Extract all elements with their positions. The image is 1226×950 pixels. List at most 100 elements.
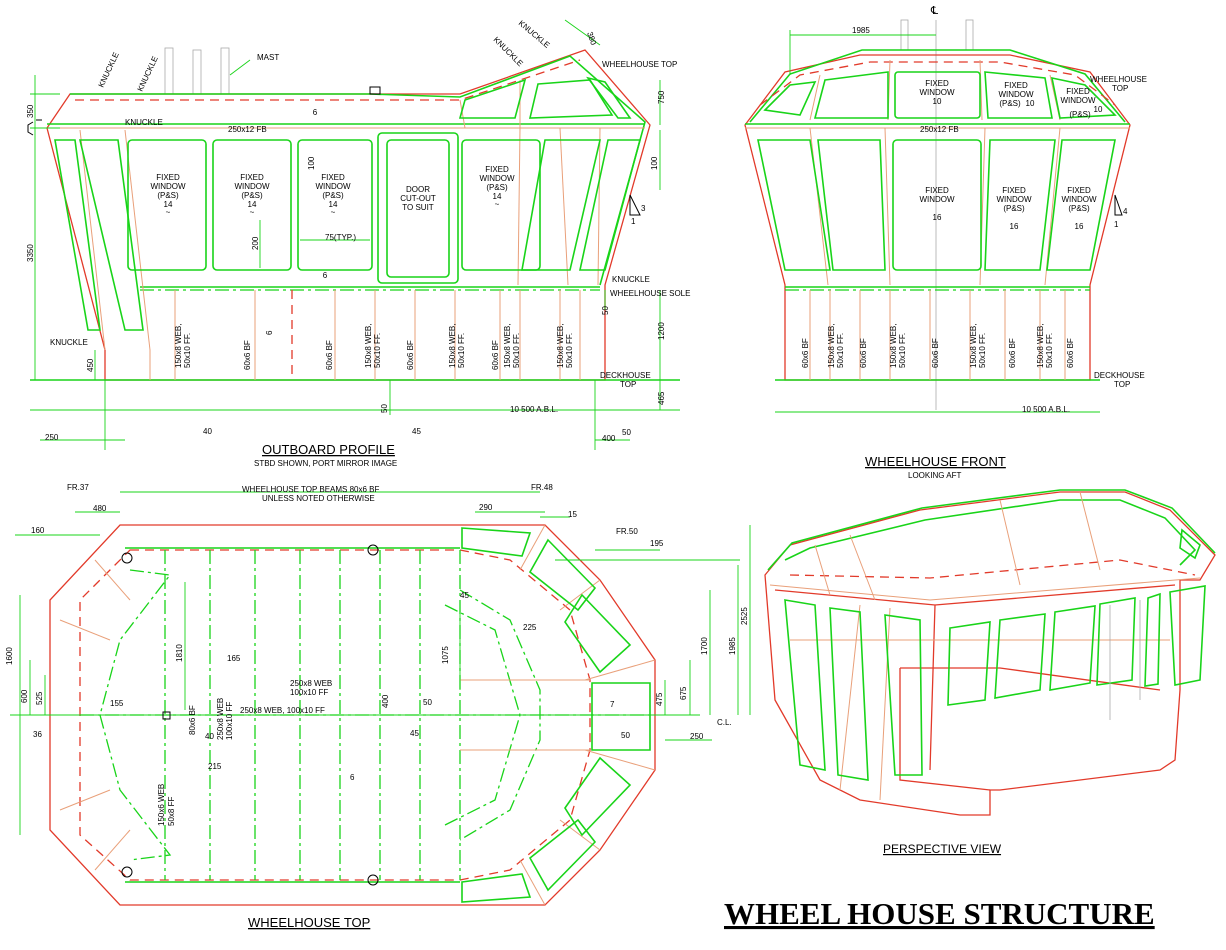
svg-text:60x6 BF: 60x6 BF [1008, 338, 1017, 368]
knuckle-label-6: KNUCKLE [517, 19, 552, 50]
svg-text:7: 7 [610, 700, 615, 709]
svg-text:WINDOW: WINDOW [998, 90, 1034, 99]
svg-text:60x6 BF: 60x6 BF [801, 338, 810, 368]
svg-text:50x10 FF.: 50x10 FF. [898, 333, 907, 368]
outboard-window-labels: FIXED WINDOW (P&S) 14 ~ FIXED WINDOW (P&… [150, 108, 515, 280]
svg-text:16: 16 [1075, 222, 1084, 231]
dh-top-label-1: DECKHOUSE [600, 371, 651, 380]
front-fb: 250x12 FB [920, 125, 959, 134]
front-wh-top-2: TOP [1112, 84, 1128, 93]
svg-text:WINDOW: WINDOW [919, 195, 955, 204]
six-top-label: 6 [350, 773, 355, 782]
svg-text:465: 465 [657, 391, 666, 405]
fr48-label: FR.48 [531, 483, 553, 492]
svg-text:10: 10 [1026, 99, 1035, 108]
svg-text:3: 3 [641, 204, 646, 213]
window-label-b: FIXED WINDOW (P&S) 14 ~ [234, 173, 270, 217]
knuckle-label-7: KNUCKLE [612, 275, 650, 284]
web-label-2a: 150x8 WEB, [364, 324, 373, 368]
thickness-6-a: 6 [313, 108, 318, 117]
front-title: WHEELHOUSE FRONT [865, 454, 1006, 469]
bf-label-2: 60x6 BF [325, 340, 334, 370]
thickness-6-b: 6 [323, 271, 328, 280]
svg-text:290: 290 [479, 503, 493, 512]
svg-text:FIXED: FIXED [925, 186, 949, 195]
svg-text:50: 50 [601, 306, 610, 315]
top-labels: WHEELHOUSE TOP BEAMS 80x6 BF UNLESS NOTE… [67, 483, 732, 826]
front-window-corner: FIXED WINDOW (P&S) 16 [1061, 186, 1097, 231]
svg-text:FIXED: FIXED [1066, 87, 1090, 96]
svg-text:40: 40 [203, 427, 212, 436]
svg-text:1: 1 [631, 217, 636, 226]
front-wh-top-1: WHEELHOUSE [1090, 75, 1147, 84]
svg-text:~: ~ [166, 208, 171, 217]
web-label-3b: 50x10 FF. [457, 333, 466, 368]
svg-text:(P&S): (P&S) [241, 191, 263, 200]
svg-text:45: 45 [410, 729, 419, 738]
knuckle-label-3: KNUCKLE [125, 118, 163, 127]
svg-text:50x10 FF.: 50x10 FF. [836, 333, 845, 368]
svg-text:150x8 WEB,: 150x8 WEB, [889, 324, 898, 368]
svg-text:60x6 BF: 60x6 BF [931, 338, 940, 368]
svg-text:(P&S): (P&S) [1068, 204, 1090, 213]
svg-text:400: 400 [602, 434, 616, 443]
svg-text:WINDOW: WINDOW [150, 182, 186, 191]
svg-text:WINDOW: WINDOW [234, 182, 270, 191]
perspective-title: PERSPECTIVE VIEW [883, 842, 1002, 856]
svg-text:~: ~ [495, 200, 500, 209]
beams-label-1: WHEELHOUSE TOP BEAMS 80x6 BF [242, 485, 379, 494]
dh-top-label-2: TOP [620, 380, 636, 389]
outboard-outline [46, 49, 651, 381]
svg-text:TO SUIT: TO SUIT [402, 203, 434, 212]
svg-text:50x10 FF.: 50x10 FF. [1045, 333, 1054, 368]
fb-label: 250x12 FB [228, 125, 267, 134]
knuckle-label-2: KNUCKLE [136, 55, 160, 93]
svg-text:FIXED: FIXED [1004, 81, 1028, 90]
window-label-c: FIXED WINDOW (P&S) 14 ~ [315, 173, 351, 217]
svg-text:50: 50 [380, 404, 389, 413]
wh-sole-label: WHEELHOUSE SOLE [610, 289, 690, 298]
svg-text:15: 15 [568, 510, 577, 519]
bf-label-4: 60x6 BF [491, 340, 500, 370]
svg-text:215: 215 [208, 762, 222, 771]
web-c-2: 100x10 FF [225, 702, 234, 740]
outboard-subtitle: STBD SHOWN, PORT MIRROR IMAGE [254, 459, 397, 468]
outboard-title: OUTBOARD PROFILE [262, 442, 395, 457]
svg-text:(P&S): (P&S) [1003, 204, 1025, 213]
svg-text:400: 400 [381, 694, 390, 708]
front-dh-top-1: DECKHOUSE [1094, 371, 1145, 380]
perspective-view: PERSPECTIVE VIEW [764, 489, 1216, 856]
sheet-title: WHEEL HOUSE STRUCTURE [724, 896, 1155, 931]
svg-text:250: 250 [45, 433, 59, 442]
svg-text:~: ~ [331, 208, 336, 217]
top-plan-outline [49, 524, 656, 906]
svg-text:2525: 2525 [740, 607, 749, 625]
svg-text:1200: 1200 [657, 322, 666, 340]
web-label-4a: 150x8 WEB, [503, 324, 512, 368]
svg-text:165: 165 [227, 654, 241, 663]
svg-text:675: 675 [679, 686, 688, 700]
svg-text:14: 14 [248, 200, 257, 209]
svg-text:350: 350 [26, 104, 35, 118]
svg-text:1700: 1700 [700, 637, 709, 655]
mast-label: MAST [257, 53, 279, 62]
svg-text:~: ~ [250, 208, 255, 217]
mast-posts [164, 47, 230, 95]
svg-text:14: 14 [329, 200, 338, 209]
svg-text:250: 250 [690, 732, 704, 741]
svg-text:FIXED: FIXED [1002, 186, 1026, 195]
web-label-3a: 150x8 WEB, [448, 324, 457, 368]
svg-text:16: 16 [933, 213, 942, 222]
perspective-windows [784, 528, 1206, 781]
svg-text:160: 160 [31, 526, 45, 535]
svg-text:100: 100 [650, 156, 659, 170]
svg-text:1075: 1075 [441, 646, 450, 664]
svg-text:50: 50 [622, 428, 631, 437]
front-window-top-corner: FIXED WINDOW 10 (P&S) [1060, 87, 1103, 119]
web-label-4b: 50x10 FF. [512, 333, 521, 368]
knuckle-label-4: KNUCKLE [50, 338, 88, 347]
knuckle-label-1: KNUCKLE [97, 51, 121, 89]
svg-text:50x10 FF.: 50x10 FF. [978, 333, 987, 368]
svg-text:525: 525 [35, 691, 44, 705]
svg-text:60x6 BF: 60x6 BF [1066, 338, 1075, 368]
